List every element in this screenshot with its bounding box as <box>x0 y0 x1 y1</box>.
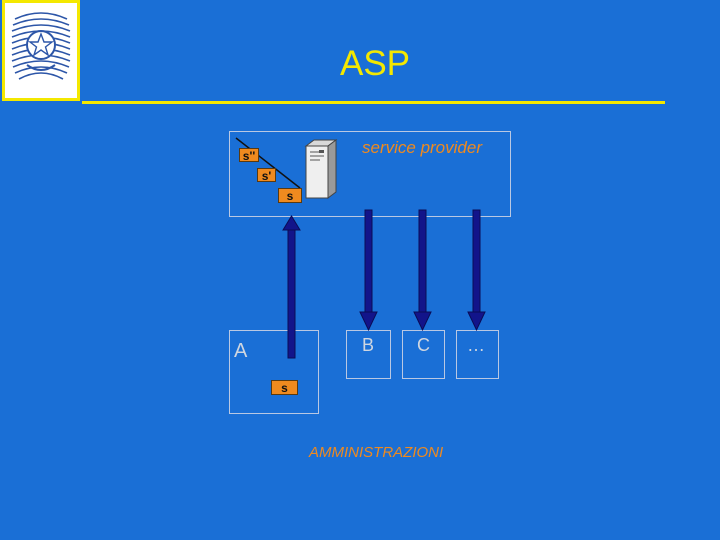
amministrazioni-label: AMMINISTRAZIONI <box>309 444 444 461</box>
arrow-provider-to-c <box>413 209 432 332</box>
service-tag-s-prime: s' <box>257 168 276 183</box>
service-tag-s-double-prime: s'' <box>239 148 259 163</box>
service-tag-s-top: s <box>278 188 302 203</box>
service-provider-label: service provider <box>362 138 482 157</box>
node-b-label: B <box>362 335 375 355</box>
emblem-logo <box>2 0 80 101</box>
slide-title: ASP <box>339 44 411 83</box>
title-underline <box>82 101 665 104</box>
server-icon <box>304 139 338 199</box>
node-more-box <box>456 330 499 379</box>
service-tag-s-bottom: s <box>271 380 298 395</box>
arrow-provider-to-more <box>467 209 486 332</box>
node-c-box <box>402 330 445 379</box>
arrow-a-to-provider <box>282 215 301 359</box>
arrow-provider-to-b <box>359 209 378 332</box>
node-a-label: A <box>234 340 248 362</box>
node-more-label: … <box>467 335 485 355</box>
diagonal-link <box>235 137 301 189</box>
node-a-box <box>229 330 319 414</box>
node-c-label: C <box>417 335 430 355</box>
emblem-icon <box>11 12 71 80</box>
